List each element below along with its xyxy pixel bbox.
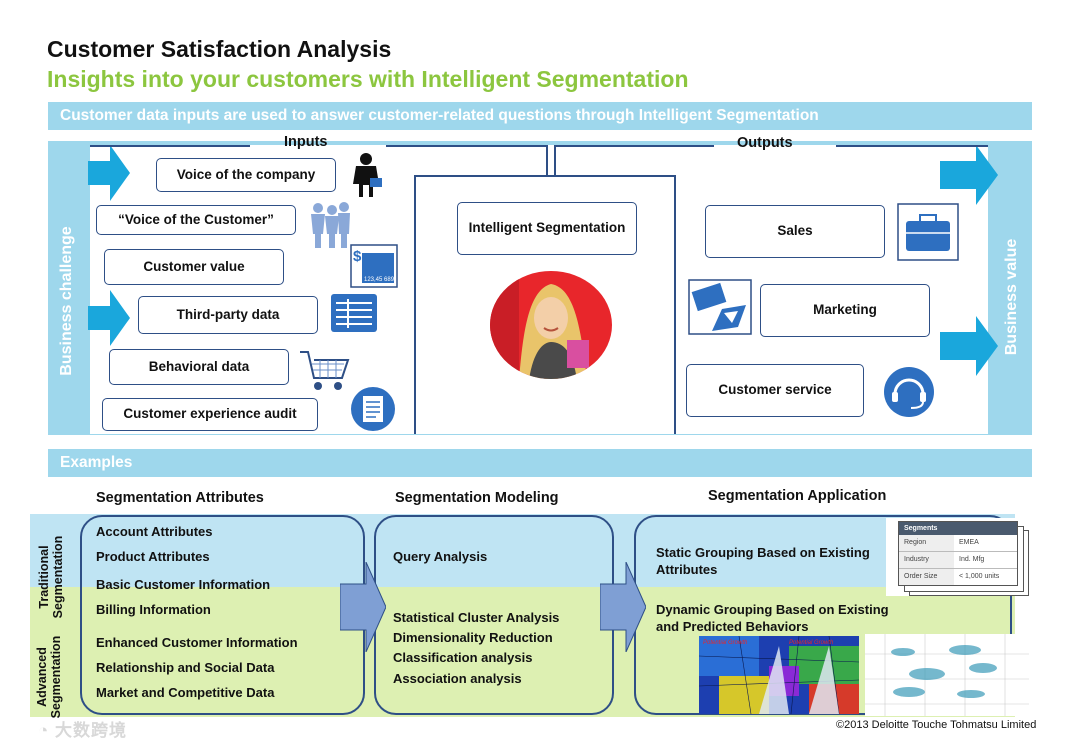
divider: [674, 175, 676, 434]
col-modeling-header: Segmentation Modeling: [395, 490, 559, 506]
headset-support-icon: [884, 367, 934, 417]
segment-key: Order Size: [899, 569, 954, 585]
dollar-chart-icon: $ 123,45 689: [350, 244, 398, 288]
business-challenge-label: Business challenge: [58, 226, 75, 376]
input-customer-experience-audit: Customer experience audit: [102, 398, 318, 431]
examples-band: Examples: [48, 449, 1032, 477]
output-sales: Sales: [705, 205, 885, 258]
segments-card: Segments Region EMEA Industry Ind. Mfg O…: [898, 521, 1018, 586]
input-customer-value: Customer value: [104, 249, 284, 285]
chevron-right-icon: [600, 562, 646, 652]
list-item: Query Analysis: [393, 549, 488, 564]
right-arrow-icon: [940, 316, 998, 376]
mail-marketing-icon: [688, 279, 752, 335]
right-arrow-icon: [940, 145, 998, 205]
divider: [836, 145, 988, 147]
svg-text:$: $: [353, 248, 362, 265]
input-voice-of-company: Voice of the company: [156, 158, 336, 192]
clipboard-checklist-icon: [351, 387, 395, 431]
divider: [386, 145, 546, 147]
customer-photo: [490, 271, 612, 379]
col-application-header: Segmentation Application: [708, 488, 887, 504]
divider: [414, 175, 676, 177]
svg-text:Potential Growth: Potential Growth: [703, 640, 748, 646]
divider: [414, 175, 416, 434]
svg-text:123,45 689: 123,45 689: [364, 277, 395, 283]
divider: [554, 145, 556, 175]
svg-text:Potential Growth: Potential Growth: [789, 640, 834, 646]
segment-key: Industry: [899, 552, 954, 568]
segment-key: Region: [899, 535, 954, 551]
segment-value: EMEA: [959, 539, 979, 546]
traditional-row: [30, 514, 1015, 587]
watermark: ◔ 大数跨境: [38, 716, 127, 741]
output-customer-service: Customer service: [686, 364, 864, 417]
input-behavioral-data: Behavioral data: [109, 349, 289, 385]
inputs-header: Inputs: [284, 134, 328, 150]
list-item: Association analysis: [393, 671, 522, 686]
copyright: ©2013 Deloitte Touche Tohmatsu Limited: [836, 719, 1037, 731]
list-item: Product Attributes: [96, 549, 210, 564]
page-title: Customer Satisfaction Analysis: [47, 36, 392, 62]
input-voice-of-customer: “Voice of the Customer”: [96, 205, 296, 235]
businessman-icon: [353, 153, 382, 197]
intelligent-segmentation-box: Intelligent Segmentation: [457, 202, 637, 255]
database-table-icon: [331, 294, 377, 332]
page-subtitle: Insights into your customers with Intell…: [47, 66, 689, 92]
input-third-party-data: Third-party data: [138, 296, 318, 334]
watermark-text: 大数跨境: [55, 721, 128, 740]
list-item: Classification analysis: [393, 650, 533, 665]
growth-heatmap-image: Potential Growth Potential Growth: [699, 636, 859, 714]
segments-card-title: Segments: [899, 522, 1017, 535]
right-arrow-icon: [88, 145, 130, 201]
segment-value: Ind. Mfg: [959, 556, 985, 563]
divider: [90, 145, 250, 147]
segment-value: < 1,000 units: [959, 573, 1000, 580]
col-attributes-header: Segmentation Attributes: [96, 490, 264, 506]
list-item: Enhanced Customer Information: [96, 635, 298, 650]
outputs-header: Outputs: [737, 135, 793, 151]
divider: [554, 145, 714, 147]
list-item: Basic Customer Information: [96, 577, 271, 592]
list-item: Static Grouping Based on Existing Attrib…: [656, 545, 870, 577]
chevron-right-icon: [340, 562, 386, 652]
list-item: Relationship and Social Data: [96, 660, 275, 675]
right-arrow-icon: [88, 290, 130, 346]
list-item: Dynamic Grouping Based on Existing and P…: [656, 602, 889, 634]
list-item: Account Attributes: [96, 524, 213, 539]
shopping-cart-icon: [300, 351, 350, 390]
divider: [546, 145, 548, 175]
cluster-scatter-image: [865, 634, 1029, 716]
list-item: Billing Information: [96, 602, 211, 617]
watermark-logo-icon: ◔: [38, 721, 50, 740]
list-item: Dimensionality Reduction: [393, 630, 553, 645]
banner: Customer data inputs are used to answer …: [48, 102, 1032, 130]
output-marketing: Marketing: [760, 284, 930, 337]
business-value-label: Business value: [1003, 238, 1020, 356]
list-item: Market and Competitive Data: [96, 685, 275, 700]
briefcase-icon: [897, 203, 959, 261]
list-item: Statistical Cluster Analysis: [393, 610, 560, 625]
people-group-icon: [311, 202, 350, 248]
